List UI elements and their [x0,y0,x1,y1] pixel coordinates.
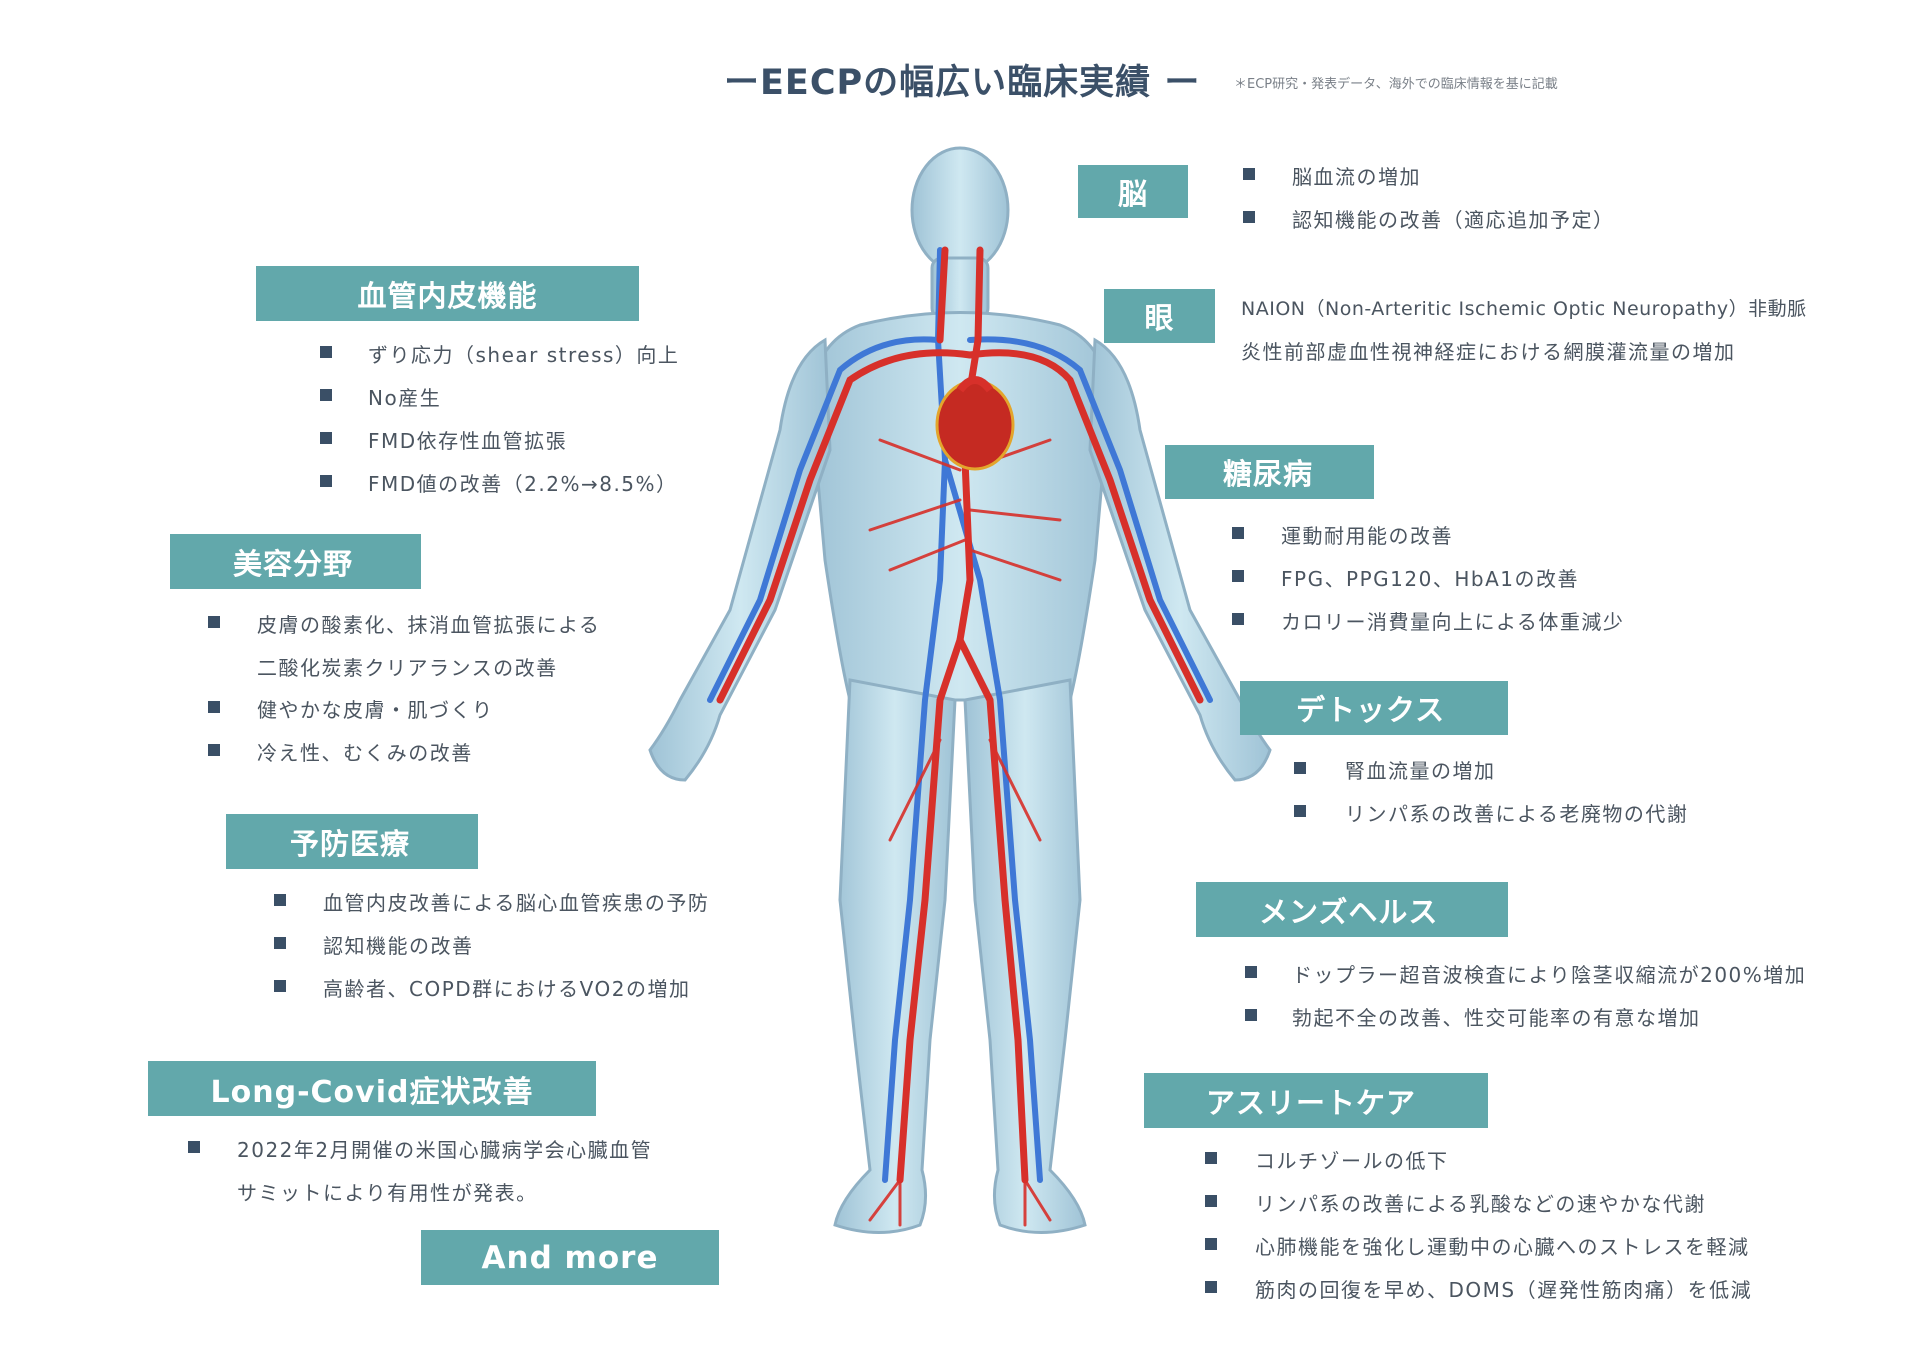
bullet-icon [320,389,332,401]
list-item: カロリー消費量向上による体重減少 [1281,610,1625,634]
bullet-icon [1205,1238,1217,1250]
bullet-icon [1245,1009,1257,1021]
bullet-icon [1294,805,1306,817]
bullet-icon [1205,1152,1217,1164]
section-header-detox: デトックス [1240,681,1508,735]
human-circulatory-system-icon [648,146,1272,1234]
section-header-long-covid: Long-Covid症状改善 [148,1061,596,1116]
list-item: NAION（Non-Arteritic Ischemic Optic Neuro… [1241,298,1807,320]
bullet-icon [1243,211,1255,223]
list-item: 二酸化炭素クリアランスの改善 [257,656,558,680]
bullet-icon [208,744,220,756]
section-header-beauty: 美容分野 [170,534,421,589]
and-more-banner: And more [421,1230,719,1285]
section-label: 美容分野 [233,546,354,581]
bullet-icon [320,432,332,444]
bullet-icon [274,894,286,906]
list-item: 筋肉の回復を早め、DOMS（遅発性筋肉痛）を低減 [1255,1278,1753,1302]
list-item: 皮膚の酸素化、抹消血管拡張による [257,613,601,637]
section-label: 脳 [1117,176,1148,211]
list-item: 炎性前部虚血性視神経症における網膜灌流量の増加 [1241,340,1736,364]
list-item: 冷え性、むくみの改善 [257,741,473,765]
bullet-icon [274,980,286,992]
list-item: 腎血流量の増加 [1345,759,1496,783]
list-item: 勃起不全の改善、性交可能率の有意な増加 [1292,1006,1701,1030]
section-header-brain: 脳 [1078,165,1188,218]
section-header-diabetes: 糖尿病 [1165,445,1374,499]
bullet-icon [188,1141,200,1153]
section-label: アスリートケア [1206,1085,1417,1120]
bullet-icon [1232,570,1244,582]
bullet-icon [320,475,332,487]
list-item: FMD値の改善（2.2%→8.5%） [368,472,678,496]
list-item: 心肺機能を強化し運動中の心臓へのストレスを軽減 [1255,1235,1750,1259]
section-label: Long-Covid症状改善 [210,1074,534,1110]
list-item: FMD依存性血管拡張 [368,429,568,453]
section-header-mens-health: メンズヘルス [1196,882,1508,937]
bullet-icon [208,701,220,713]
list-item: 健やかな皮膚・肌づくり [257,698,494,722]
list-item: ドップラー超音波検査により陰茎収縮流が200%増加 [1292,963,1807,987]
section-header-athlete-care: アスリートケア [1144,1073,1488,1128]
section-label: 血管内皮機能 [357,278,538,313]
list-item: コルチゾールの低下 [1255,1149,1449,1173]
list-item: リンパ系の改善による乳酸などの速やかな代謝 [1255,1192,1706,1216]
bullet-icon [1294,762,1306,774]
section-header-preventive-medicine: 予防医療 [226,814,478,869]
bullet-icon [1243,168,1255,180]
bullet-icon [1205,1281,1217,1293]
list-item: 認知機能の改善 [323,934,474,958]
section-header-vascular-endothelium: 血管内皮機能 [256,266,639,321]
bullet-icon [274,937,286,949]
list-item: FPG、PPG120、HbA1の改善 [1281,567,1579,591]
section-label: 糖尿病 [1223,457,1314,491]
source-note: ＊ECP研究・発表データ、海外での臨床情報を基に記載 [1234,77,1558,92]
list-item: 運動耐用能の改善 [1281,524,1453,548]
bullet-icon [1245,966,1257,978]
bullet-icon [1205,1195,1217,1207]
list-item: 2022年2月開催の米国心臓病学会心臓血管 [237,1138,653,1162]
bullet-icon [1232,527,1244,539]
list-item: サミットにより有用性が発表。 [237,1181,538,1205]
bullet-icon [208,616,220,628]
bullet-icon [320,346,332,358]
section-label: 眼 [1144,301,1175,335]
section-label: 予防医療 [290,826,411,861]
list-item: No産生 [368,386,442,410]
and-more-label: And more [481,1239,659,1276]
list-item: 脳血流の増加 [1292,165,1421,189]
list-item: 認知機能の改善（適応追加予定） [1292,208,1615,232]
page-title: ーEECPの幅広い臨床実績 ー [724,63,1201,103]
list-item: 血管内皮改善による脳心血管疾患の予防 [323,891,710,915]
list-item: ずり応力（shear stress）向上 [368,343,680,367]
section-label: デトックス [1296,693,1446,727]
list-item: リンパ系の改善による老廃物の代謝 [1345,802,1689,826]
list-item: 高齢者、COPD群におけるVO2の増加 [323,977,691,1001]
section-label: メンズヘルス [1259,894,1439,929]
bullet-icon [1232,613,1244,625]
section-header-eye: 眼 [1104,289,1215,343]
